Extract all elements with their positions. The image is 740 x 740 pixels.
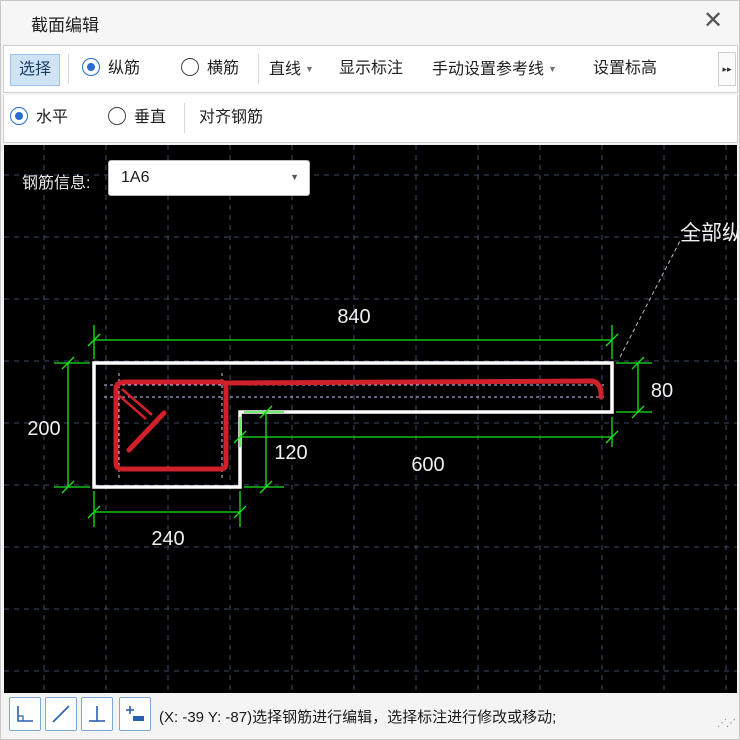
status-hint: 选择钢筋进行编辑，选择标注进行修改或移动; <box>252 709 557 726</box>
close-icon[interactable]: ✕ <box>702 7 724 34</box>
rebar-annotation-text[interactable]: 全部纵 <box>680 222 737 245</box>
line-mode-dropdown[interactable]: 直线▼ <box>269 46 314 92</box>
transverse-radio[interactable]: 横筋 <box>181 46 239 92</box>
annotation-leader <box>619 240 681 358</box>
drawing-canvas[interactable]: 840 200 80 120 600 240 全部纵 钢筋信息: 1A6 ▼ <box>4 145 737 693</box>
window-title: 截面编辑 <box>31 16 99 35</box>
cursor-coordinates: (X: -39 Y: -87) <box>159 709 253 726</box>
chevron-down-icon: ▼ <box>290 172 299 182</box>
main-toolbar: 选择 纵筋 横筋 直线▼ 显示标注 手动设置参考线▼ 设置标高 ▸▸ <box>3 45 738 93</box>
chevron-down-icon: ▼ <box>548 64 557 74</box>
status-bar: (X: -39 Y: -87)选择钢筋进行编辑，选择标注进行修改或移动; ⋰⋰ <box>3 694 738 739</box>
grid-lines <box>4 145 737 693</box>
diagonal-line-icon <box>52 705 70 723</box>
stirrup-rebar[interactable] <box>113 379 229 472</box>
dim-step[interactable]: 120 <box>274 442 307 464</box>
rebar-info-value: 1A6 <box>121 169 150 186</box>
rebar-group[interactable] <box>113 378 604 472</box>
title-bar: 截面编辑 ✕ <box>1 1 739 43</box>
dim-flange-length[interactable]: 600 <box>411 454 444 476</box>
reference-lines <box>104 373 604 481</box>
dim-total-width[interactable]: 840 <box>337 306 370 328</box>
corner-snap-icon <box>17 706 33 722</box>
select-button[interactable]: 选择 <box>10 54 60 86</box>
horizontal-radio[interactable]: 水平 <box>10 95 68 141</box>
radio-unchecked-icon <box>108 107 126 125</box>
ortho-snap-button[interactable] <box>9 697 41 731</box>
align-toolbar: 水平 垂直 对齐钢筋 <box>3 95 738 143</box>
horizontal-label: 水平 <box>36 109 69 126</box>
status-message: (X: -39 Y: -87)选择钢筋进行编辑，选择标注进行修改或移动; <box>159 706 556 727</box>
section-outline[interactable] <box>92 361 614 489</box>
dimension-labels[interactable]: 840 200 80 120 600 240 <box>27 306 673 550</box>
radio-unchecked-icon <box>181 58 199 76</box>
vertical-label: 垂直 <box>134 109 167 126</box>
perpendicular-snap-button[interactable] <box>81 697 113 731</box>
perpendicular-icon <box>89 706 105 722</box>
line-mode-label: 直线 <box>269 61 302 78</box>
transverse-label: 横筋 <box>207 60 240 77</box>
dim-flange-thickness[interactable]: 80 <box>651 380 673 402</box>
toolbar-divider <box>68 54 69 84</box>
manual-ref-label: 手动设置参考线 <box>432 61 545 78</box>
set-elevation-button[interactable]: 设置标高 <box>593 60 658 77</box>
radio-checked-icon <box>82 58 100 76</box>
dim-height[interactable]: 200 <box>27 418 60 440</box>
show-dims-button[interactable]: 显示标注 <box>339 60 404 77</box>
manual-ref-line-dropdown[interactable]: 手动设置参考线▼ <box>432 46 557 92</box>
vertical-radio[interactable]: 垂直 <box>108 95 166 141</box>
section-drawing: 840 200 80 120 600 240 全部纵 <box>4 145 737 693</box>
toolbar-divider <box>258 54 259 84</box>
add-point-icon <box>126 706 144 721</box>
resize-grip-icon[interactable]: ⋰⋰ <box>717 718 736 729</box>
rebar-info-label: 钢筋信息: <box>22 175 91 192</box>
diagonal-rebar[interactable] <box>126 410 167 453</box>
top-longitudinal-rebar[interactable] <box>223 378 604 400</box>
dim-web-width[interactable]: 240 <box>151 528 184 550</box>
toolbar-divider <box>184 103 185 133</box>
align-rebar-button[interactable]: 对齐钢筋 <box>199 109 264 126</box>
longitudinal-radio[interactable]: 纵筋 <box>82 46 140 92</box>
longitudinal-label: 纵筋 <box>108 60 141 77</box>
rebar-info-select[interactable]: 1A6 ▼ <box>108 160 310 196</box>
dimension-lines[interactable] <box>54 325 652 527</box>
angle-snap-button[interactable] <box>45 697 77 731</box>
chevron-down-icon: ▼ <box>305 64 314 74</box>
hook-rebar[interactable] <box>115 388 153 420</box>
radio-checked-icon <box>10 107 28 125</box>
toolbar-overflow-button[interactable]: ▸▸ <box>718 52 736 86</box>
add-point-button[interactable] <box>119 697 151 731</box>
